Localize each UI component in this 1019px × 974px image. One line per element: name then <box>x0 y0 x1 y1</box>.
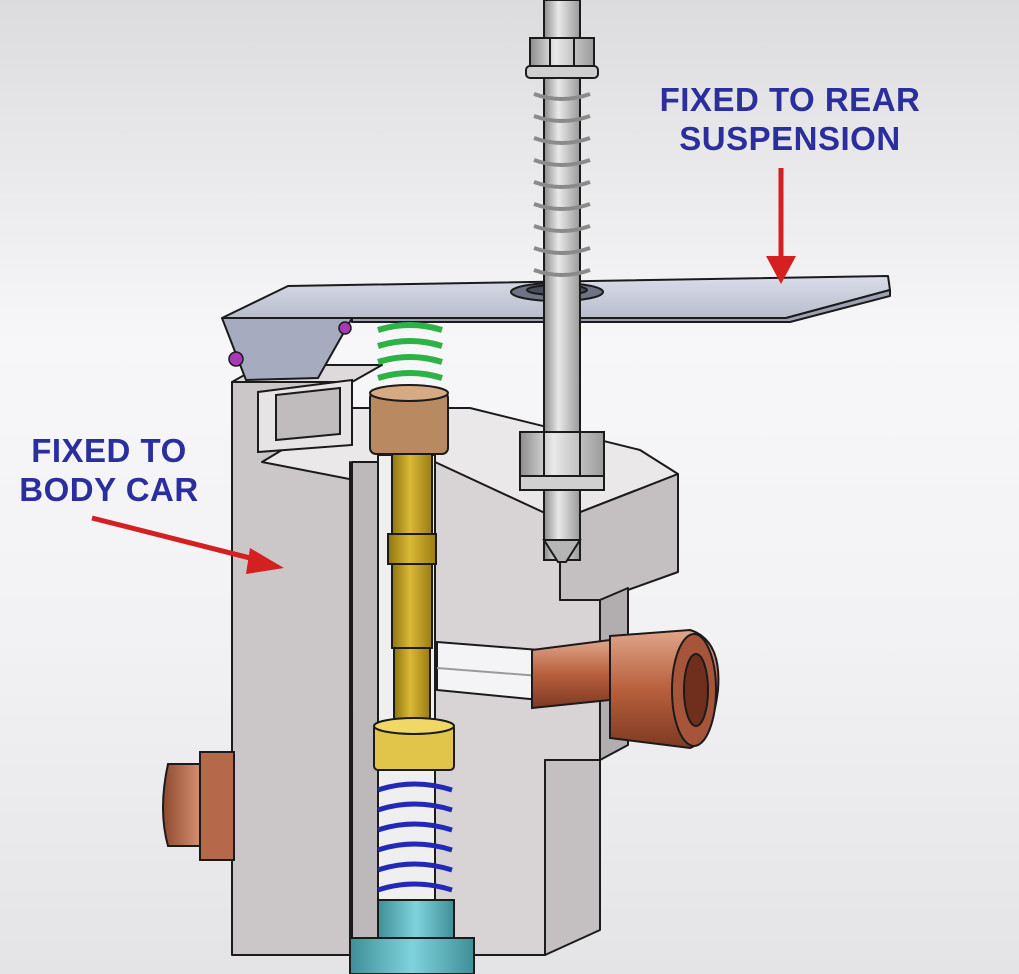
label-fixed-to-rear-suspension: FIXED TO REAR SUSPENSION <box>659 81 921 157</box>
threaded-rod <box>519 0 605 563</box>
housing-window <box>257 378 353 454</box>
upper-spring <box>377 322 443 381</box>
lower-spring <box>377 781 453 893</box>
side-fitting <box>162 751 235 861</box>
bolt-pin-icon <box>228 321 352 367</box>
arrow-rear-suspension <box>766 168 796 284</box>
spring-seat <box>349 899 475 974</box>
copper-fitting <box>531 628 720 750</box>
label-fixed-to-body-car: FIXED TO BODY CAR <box>19 432 199 508</box>
side-port <box>436 640 541 702</box>
brass-plunger <box>369 384 455 771</box>
rod-spring <box>533 92 591 277</box>
arrow-body-car <box>91 515 284 574</box>
